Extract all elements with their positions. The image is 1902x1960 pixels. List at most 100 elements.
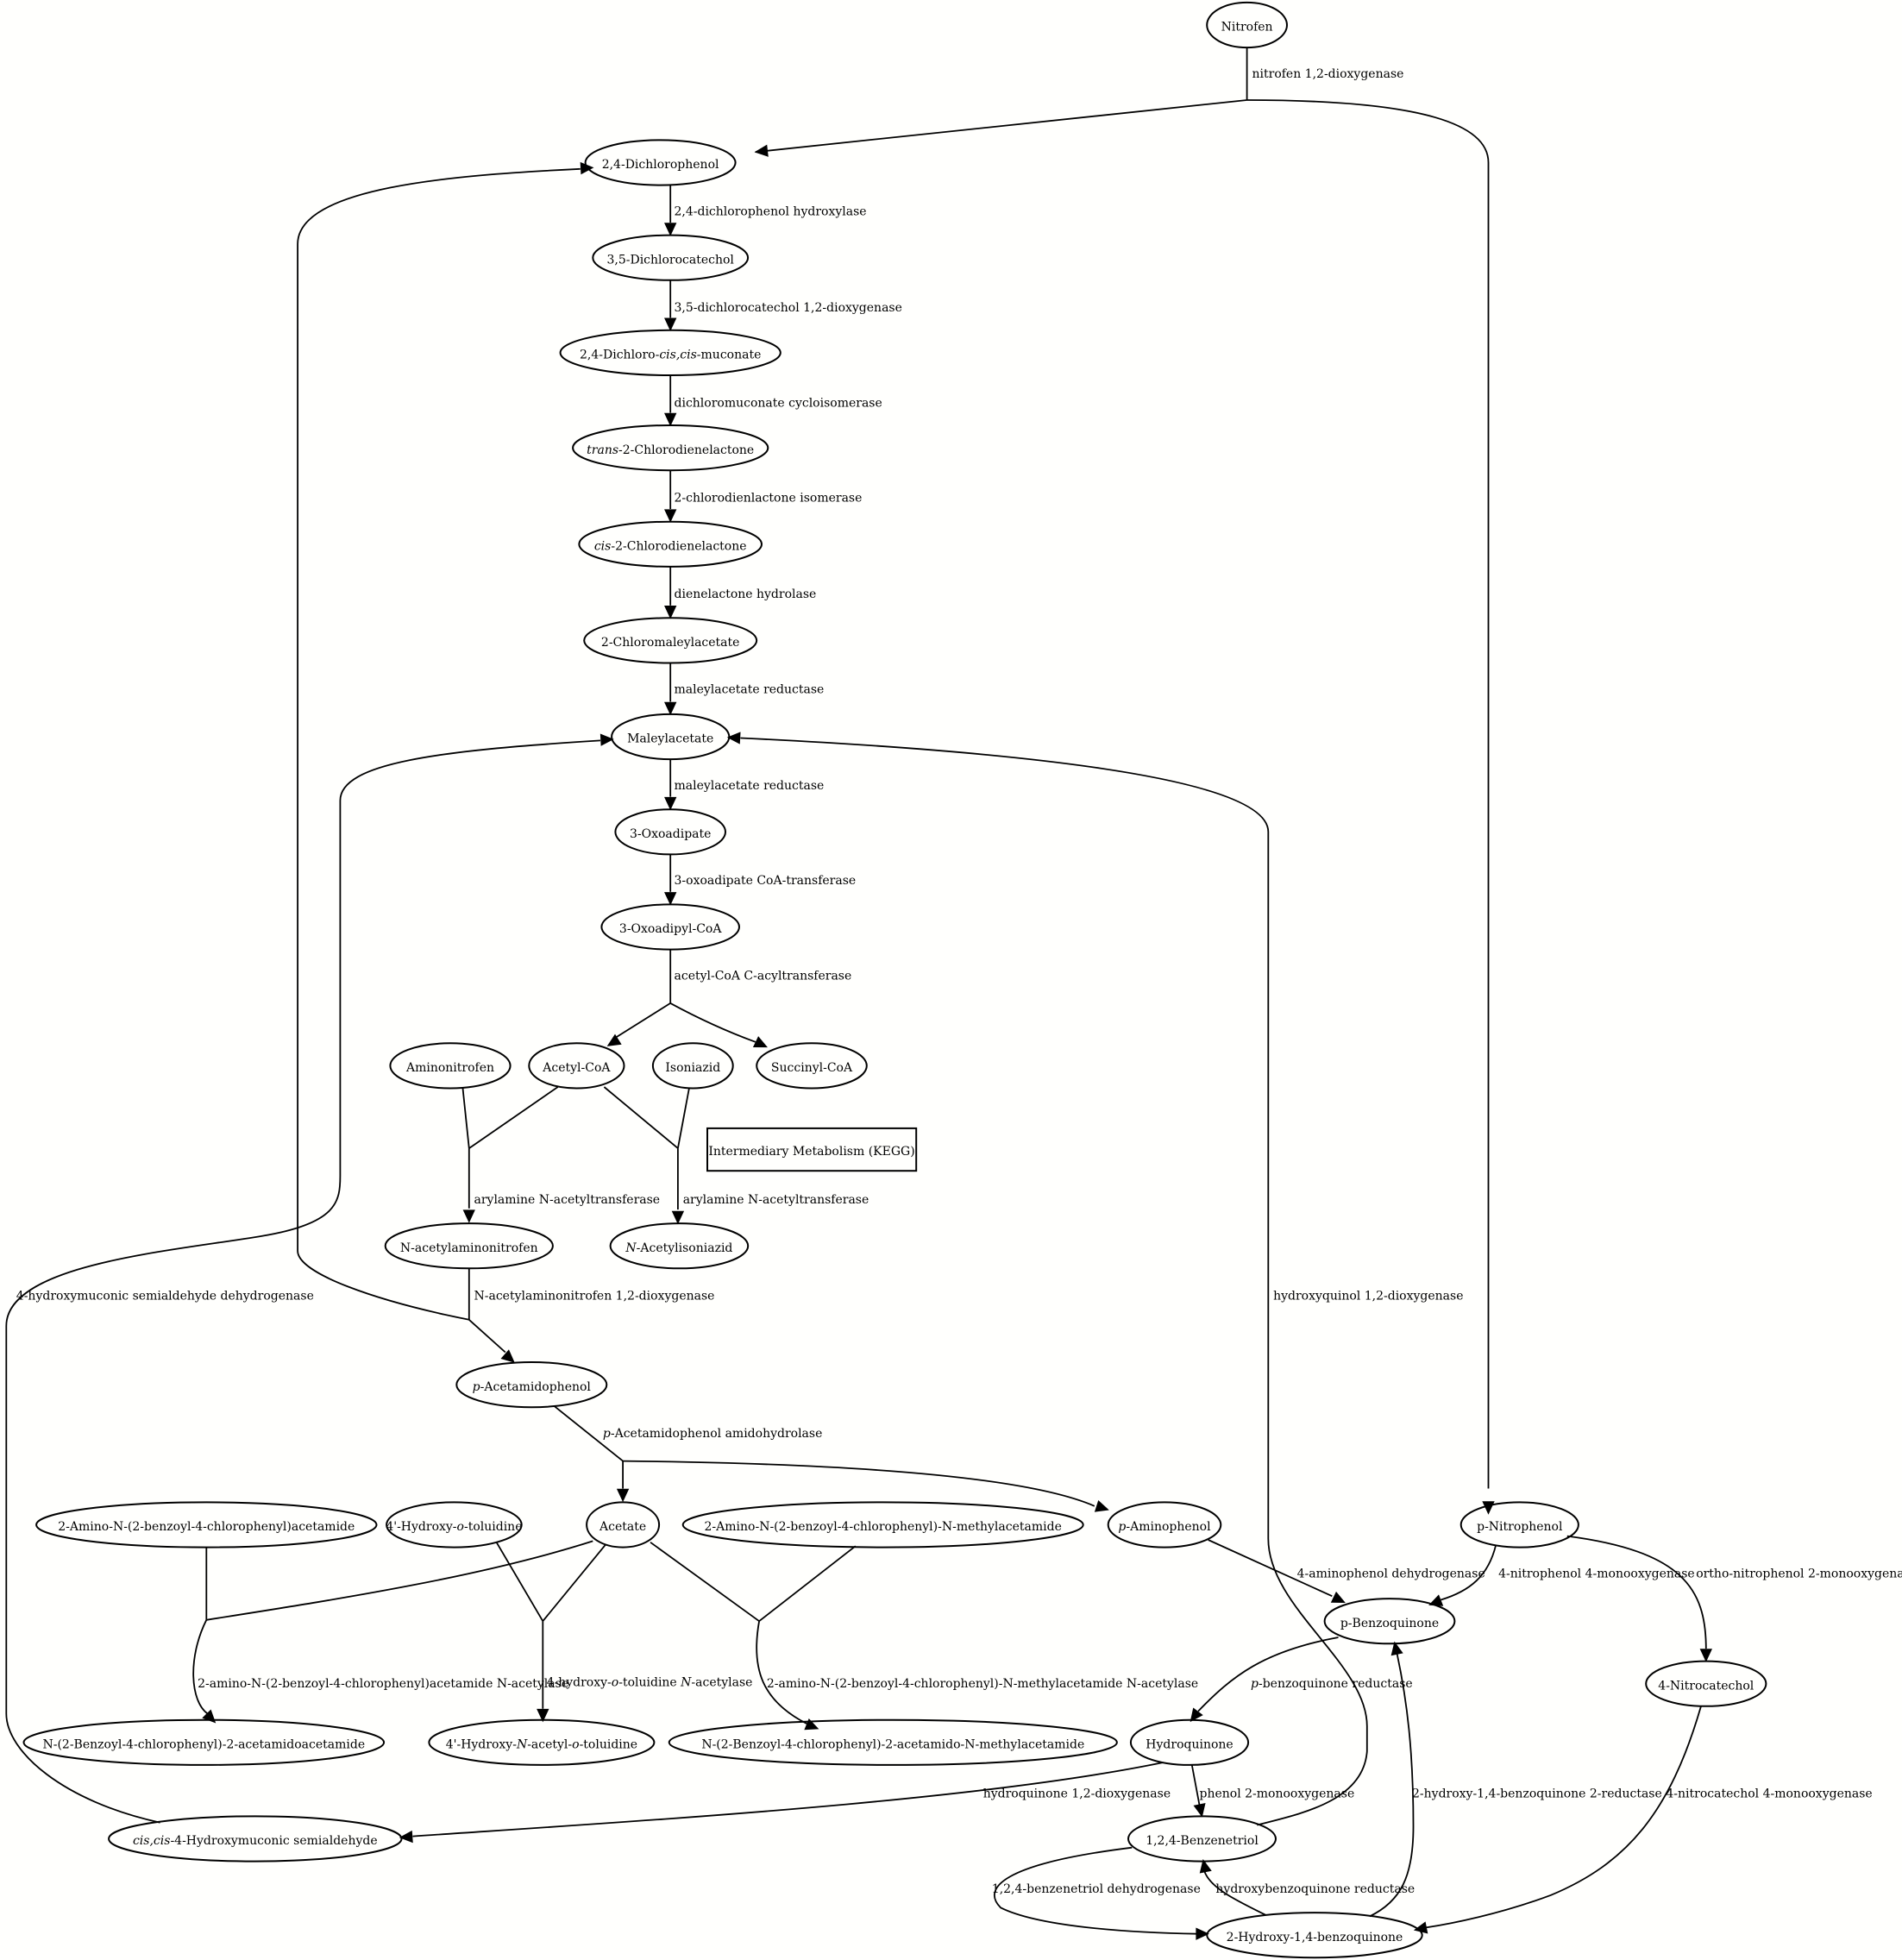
nodes-layer: Nitrofen 2,4-Dichlorophenol 3,5-Dichloroca… <box>22 1 1767 1959</box>
edge-e9 <box>664 854 677 906</box>
edge-label: N-acetylaminonitrofen 1,2-dioxygenase <box>474 1290 715 1304</box>
node-succcoa[interactable]: Succinyl-CoA <box>756 1042 868 1090</box>
edge-path <box>1190 1764 1201 1806</box>
edge-label: arylamine N-acetyltransferase <box>683 1193 869 1207</box>
node-ellipse <box>428 1718 656 1766</box>
node-kegg[interactable]: Intermediary Metabolism (KEGG) <box>706 1127 918 1172</box>
edge-path <box>461 1088 470 1149</box>
edge-e14 <box>553 1405 1109 1512</box>
edge-arrowhead <box>754 144 769 157</box>
edge-path <box>495 1542 544 1622</box>
node-label: 3-Oxoadipate <box>630 827 711 841</box>
edge-arrowhead <box>1190 1707 1203 1723</box>
node-label: 2,4-Dichloro-cis,cis-muconate <box>580 349 761 362</box>
edge-path <box>755 99 1247 154</box>
node-nacn[interactable]: N-acetylaminonitrofen <box>384 1222 554 1270</box>
node-paminophenol[interactable]: p-Aminophenol <box>1107 1501 1222 1549</box>
node-pap[interactable]: p-Acetamidophenol <box>455 1361 608 1409</box>
node-ellipse <box>572 424 769 472</box>
node-ellipse <box>1107 1501 1222 1549</box>
edge-arrowhead <box>1699 1649 1712 1662</box>
node-acetate[interactable]: Acetate <box>586 1501 661 1549</box>
node-abcm[interactable]: 2-Amino-N-(2-benzoyl-4-chlorophenyl)-N-m… <box>681 1501 1084 1549</box>
node-hq[interactable]: Hydroquinone <box>1129 1718 1250 1766</box>
edge-label: 4-aminophenol dehydrogenase <box>1297 1567 1485 1581</box>
node-cma[interactable]: 2-Chloromaleylacetate <box>583 617 758 664</box>
node-label: Succinyl-CoA <box>771 1061 853 1075</box>
node-dcm[interactable]: 2,4-Dichloro-cis,cis-muconate <box>559 329 782 376</box>
node-acetylcoa[interactable]: Acetyl-CoA <box>528 1042 625 1090</box>
node-tcdl[interactable]: trans-2-Chlorodienelactone <box>572 424 769 472</box>
node-oxacoa[interactable]: 3-Oxoadipyl-CoA <box>600 903 741 951</box>
node-label: cis,cis-4-Hydroxymuconic semialdehyde <box>133 1834 378 1848</box>
node-naiso[interactable]: N-Acetylisoniazid <box>609 1222 750 1270</box>
node-label: Intermediary Metabolism (KEGG) <box>708 1145 914 1159</box>
node-abca[interactable]: 2-Amino-N-(2-benzoyl-4-chlorophenyl)acet… <box>35 1501 378 1549</box>
node-nbcm[interactable]: N-(2-Benzoyl-4-chlorophenyl)-2-acetamido… <box>668 1718 1118 1766</box>
node-ma[interactable]: Maleylacetate <box>611 713 731 761</box>
edge-path <box>650 1542 760 1622</box>
edge-path <box>740 737 1368 1826</box>
node-aminonitrofen[interactable]: Aminonitrofen <box>389 1042 512 1090</box>
edge-path <box>192 1619 209 1715</box>
node-dcp[interactable]: 2,4-Dichlorophenol <box>584 139 737 186</box>
edge-arrowhead <box>664 509 677 523</box>
edge-path <box>1425 1706 1702 1929</box>
edge-arrowhead <box>616 1488 630 1503</box>
edge-path <box>993 1846 1199 1935</box>
edge-label: 3-oxoadipate CoA-transferase <box>675 874 857 888</box>
node-nitrofen[interactable]: Nitrofen <box>1206 1 1288 49</box>
node-ellipse <box>1206 1 1288 49</box>
edge-arrowhead <box>752 1036 768 1048</box>
node-hmsa[interactable]: cis,cis-4-Hydroxymuconic semialdehyde <box>108 1815 403 1863</box>
node-label: Acetyl-CoA <box>542 1061 611 1075</box>
node-label: 2-Hydroxy-1,4-benzoquinone <box>1227 1931 1403 1944</box>
node-pbq[interactable]: p-Benzoquinone <box>1323 1598 1456 1645</box>
edge-path <box>677 1088 690 1149</box>
edge-label: arylamine N-acetyltransferase <box>474 1193 661 1207</box>
edge-arrowhead <box>500 1349 515 1363</box>
node-ccdl[interactable]: cis-2-Chlorodienelactone <box>578 520 763 568</box>
edge-label: 2-chlorodienlactone isomerase <box>675 491 863 505</box>
edge-e18 <box>192 1540 593 1724</box>
edge-label: maleylacetate reductase <box>675 682 825 696</box>
node-ellipse <box>756 1042 868 1090</box>
node-ellipse <box>35 1501 378 1549</box>
edge-labels-layer: nitrofen 1,2-dioxygenase2,4-dichlorophen… <box>16 67 1902 1896</box>
edge-path <box>206 1540 593 1621</box>
edge-e26 <box>993 1846 1209 1940</box>
node-ellipse <box>600 903 741 951</box>
edge-e22 <box>399 1762 1164 1844</box>
node-label: 2-Amino-N-(2-benzoyl-4-chlorophenyl)acet… <box>58 1520 355 1534</box>
node-bt[interactable]: 1,2,4-Benzenetriol <box>1127 1815 1277 1863</box>
node-ellipse <box>1645 1660 1767 1707</box>
node-label: N-(2-Benzoyl-4-chlorophenyl)-2-acetamido… <box>42 1738 365 1752</box>
edge-path <box>603 1086 679 1149</box>
node-hbq[interactable]: 2-Hydroxy-1,4-benzoquinone <box>1206 1912 1423 1959</box>
node-nc[interactable]: 4-Nitrocatechol <box>1645 1660 1767 1707</box>
node-ellipse <box>108 1815 403 1863</box>
node-pnp[interactable]: p-Nitrophenol <box>1459 1501 1579 1549</box>
node-hnat[interactable]: 4'-Hydroxy-N-acetyl-o-toluidine <box>428 1718 656 1766</box>
node-ellipse <box>559 329 782 376</box>
node-oxa[interactable]: 3-Oxoadipate <box>614 808 727 856</box>
node-isoniazid[interactable]: Isoniazid <box>651 1042 734 1090</box>
edge-e7 <box>664 663 677 716</box>
edge-label: 4-hydroxymuconic semialdehyde dehydrogen… <box>16 1290 314 1304</box>
node-nbca[interactable]: N-(2-Benzoyl-4-chlorophenyl)-2-acetamido… <box>22 1718 386 1766</box>
edge-path <box>297 167 581 1321</box>
edge-path <box>616 1002 671 1038</box>
edge-path <box>1246 99 1490 1489</box>
edge-e19 <box>495 1542 606 1723</box>
edge-e29 <box>1413 1706 1702 1934</box>
edge-label: 4-nitrophenol 4-monooxygenase <box>1498 1567 1695 1581</box>
node-label: Isoniazid <box>665 1061 720 1075</box>
edge-path <box>1197 1636 1339 1712</box>
node-hot[interactable]: 4'-Hydroxy-o-toluidine <box>386 1501 523 1549</box>
node-label: p-Aminophenol <box>1118 1520 1211 1534</box>
node-label: Acetate <box>599 1520 646 1534</box>
edge-arrowhead <box>599 733 614 746</box>
node-dcc[interactable]: 3,5-Dichlorocatechol <box>592 234 750 281</box>
edge-e4 <box>664 375 677 427</box>
edge-arrowhead <box>726 732 741 744</box>
